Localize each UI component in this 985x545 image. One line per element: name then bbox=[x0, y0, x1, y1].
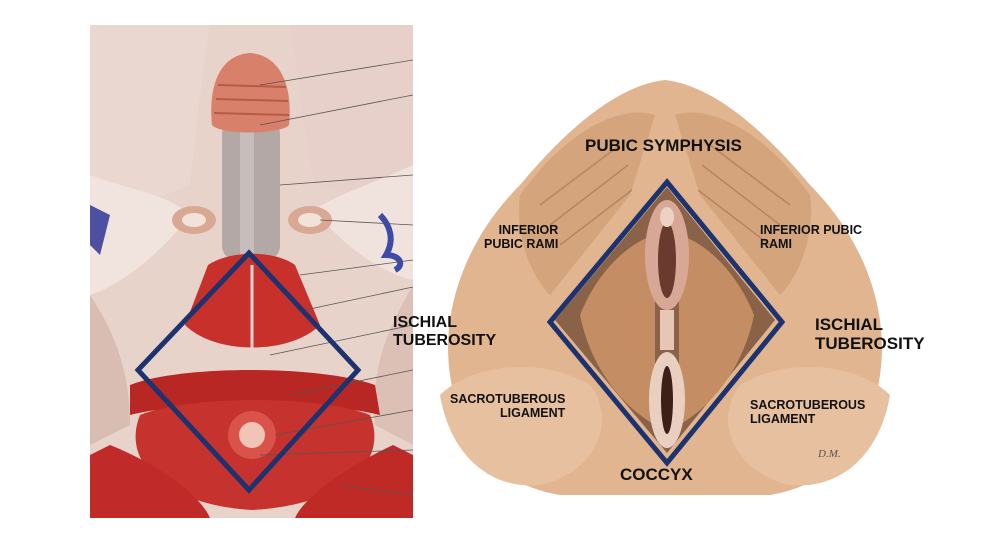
label-sacrotuberous-ligament-left: SACROTUBEROUS LIGAMENT bbox=[450, 392, 566, 420]
left-perineal-diamond bbox=[134, 249, 362, 494]
left-fold bbox=[90, 175, 190, 295]
right-ramus-striations bbox=[697, 144, 791, 246]
label-coccyx: COCCYX bbox=[620, 465, 693, 484]
label-sacrotuberous-ligament-right: SACROTUBEROUS LIGAMENT bbox=[750, 398, 866, 426]
male-perineum-svg bbox=[90, 25, 413, 518]
left-vessel bbox=[90, 205, 110, 255]
female-perineum-svg: D.M. bbox=[440, 80, 890, 495]
right-crus-cut bbox=[298, 213, 322, 227]
shaft-highlight bbox=[240, 120, 254, 260]
anus-inner bbox=[239, 422, 265, 448]
right-gluteal-bulge bbox=[728, 366, 890, 486]
perineal-body bbox=[660, 310, 674, 350]
label-inferior-pubic-rami-right: INFERIOR PUBIC RAMI bbox=[760, 223, 863, 251]
left-upper-thigh bbox=[90, 25, 210, 225]
left-gluteal-bulge bbox=[440, 366, 602, 486]
artist-signature: D.M. bbox=[817, 448, 841, 460]
label-ischial-tuberosity-right: ISCHIAL TUBEROSITY bbox=[815, 315, 925, 354]
left-ramus-striations bbox=[539, 144, 633, 246]
leader-lines bbox=[259, 59, 413, 496]
right-pubic-ramus bbox=[675, 112, 811, 295]
right-upper-thigh bbox=[290, 25, 413, 215]
left-crus-cut bbox=[182, 213, 206, 227]
right-levator bbox=[679, 235, 754, 425]
left-buttock bbox=[90, 295, 130, 445]
label-ischial-tuberosity-mid: ISCHIAL TUBEROSITY bbox=[393, 314, 497, 349]
label-inferior-pubic-rami-left: INFERIOR PUBIC RAMI bbox=[484, 223, 559, 251]
right-buttock bbox=[374, 285, 413, 445]
male-perineum-illustration bbox=[90, 25, 413, 518]
left-levator bbox=[580, 235, 655, 425]
right-vessel bbox=[377, 212, 404, 273]
female-perineum-illustration: D.M. bbox=[430, 65, 900, 520]
anal-opening bbox=[661, 366, 673, 434]
label-pubic-symphysis: PUBIC SYMPHYSIS bbox=[585, 136, 742, 155]
left-pubic-ramus bbox=[519, 112, 655, 295]
left-gluteal-muscle bbox=[90, 445, 210, 518]
right-perineal-diamond bbox=[546, 178, 786, 467]
clitoris bbox=[660, 207, 674, 227]
vaginal-opening bbox=[658, 222, 676, 298]
right-gluteal-muscle bbox=[295, 445, 413, 518]
glans-striations bbox=[213, 84, 290, 116]
